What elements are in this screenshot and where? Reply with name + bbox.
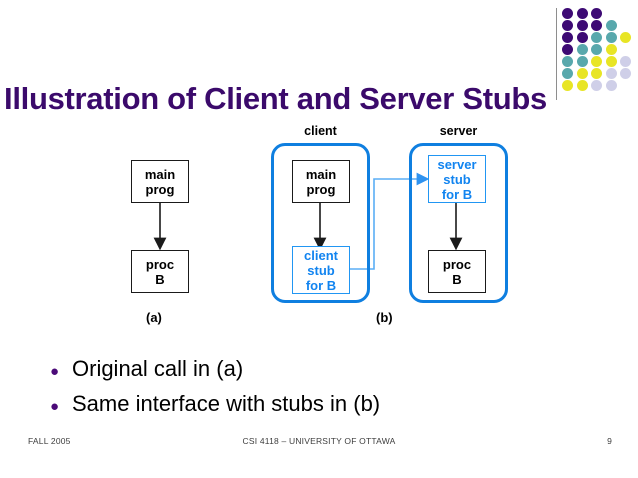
caption-b: (b) xyxy=(376,310,393,325)
decoration-dot xyxy=(562,8,573,19)
decoration-dot xyxy=(576,8,588,19)
bullet-text: Original call in (a) xyxy=(72,356,244,381)
bullet-list: ● Original call in (a) ● Same interface … xyxy=(50,356,610,426)
box-b-server-proc-b: proc B xyxy=(428,250,486,293)
bullet-text: Same interface with stubs in (b) xyxy=(72,391,381,416)
decoration-dot xyxy=(620,68,631,79)
box-b-client-main-prog: main prog xyxy=(292,160,350,203)
decoration-dot xyxy=(562,80,573,91)
slide-footer: FALL 2005 CSI 4118 – UNIVERSITY OF OTTAW… xyxy=(0,436,638,450)
rpc-diagram: main prog proc B (a) client main prog cl… xyxy=(0,118,638,343)
decoration-dot xyxy=(591,8,602,19)
client-panel xyxy=(271,143,370,303)
decoration-dot xyxy=(605,44,617,55)
bullet-item-1: ● Same interface with stubs in (b) xyxy=(50,391,610,420)
decoration-dot xyxy=(576,80,588,91)
decoration-dot xyxy=(562,56,573,67)
decoration-dot xyxy=(591,80,602,91)
box-a-proc-b: proc B xyxy=(131,250,189,293)
decoration-dot xyxy=(562,68,573,79)
decoration-dot xyxy=(576,56,588,67)
server-panel-label: server xyxy=(439,124,478,138)
decoration-dot xyxy=(605,56,617,67)
decoration-dot xyxy=(576,68,588,79)
decoration-dot xyxy=(576,44,588,55)
decoration-dot xyxy=(576,20,588,31)
decoration-dot xyxy=(605,80,617,91)
bullet-marker: ● xyxy=(50,363,60,380)
server-panel xyxy=(409,143,508,303)
diagram-arrows xyxy=(153,172,463,270)
dot-grid-decoration xyxy=(562,8,638,94)
decoration-dot xyxy=(562,20,573,31)
decoration-dot xyxy=(562,44,573,55)
decoration-dot xyxy=(591,44,602,55)
decoration-dot xyxy=(576,32,588,43)
decoration-dot xyxy=(605,20,617,31)
box-a-main-prog: main prog xyxy=(131,160,189,203)
decoration-dot xyxy=(591,32,602,43)
decoration-dot xyxy=(591,68,602,79)
decoration-dot xyxy=(620,32,631,43)
decoration-dot xyxy=(605,68,617,79)
decoration-dot xyxy=(562,32,573,43)
footer-page-number: 9 xyxy=(607,436,612,446)
decoration-dot xyxy=(620,56,631,67)
client-panel-label: client xyxy=(304,124,337,138)
page-title: Illustration of Client and Server Stubs xyxy=(4,81,547,116)
box-b-client-stub: client stub for B xyxy=(292,246,350,294)
caption-a: (a) xyxy=(146,310,162,325)
decoration-dot xyxy=(591,20,602,31)
box-b-server-stub: server stub for B xyxy=(428,155,486,203)
bullet-marker: ● xyxy=(50,398,60,415)
footer-course: CSI 4118 – UNIVERSITY OF OTTAWA xyxy=(242,436,396,446)
decoration-dot xyxy=(605,32,617,43)
footer-term: FALL 2005 xyxy=(28,436,71,446)
bullet-item-0: ● Original call in (a) xyxy=(50,356,610,385)
decoration-dot xyxy=(591,56,602,67)
divider-line xyxy=(556,8,557,100)
